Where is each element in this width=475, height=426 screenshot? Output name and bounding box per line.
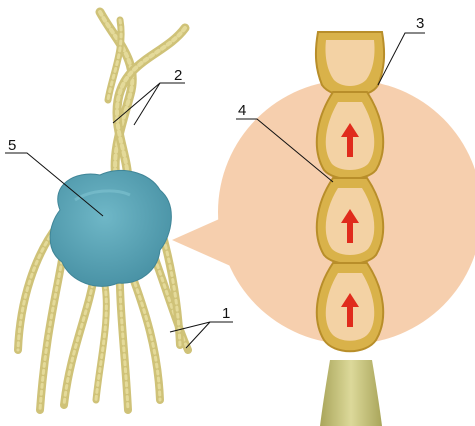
label-5: 5 [8, 137, 16, 154]
label-1: 1 [222, 305, 230, 322]
stalk [320, 360, 382, 426]
label-2: 2 [174, 67, 182, 84]
label-3: 3 [416, 15, 424, 32]
upper-fibers [100, 12, 185, 182]
label-4: 4 [238, 102, 246, 119]
segment-chain [316, 32, 384, 351]
